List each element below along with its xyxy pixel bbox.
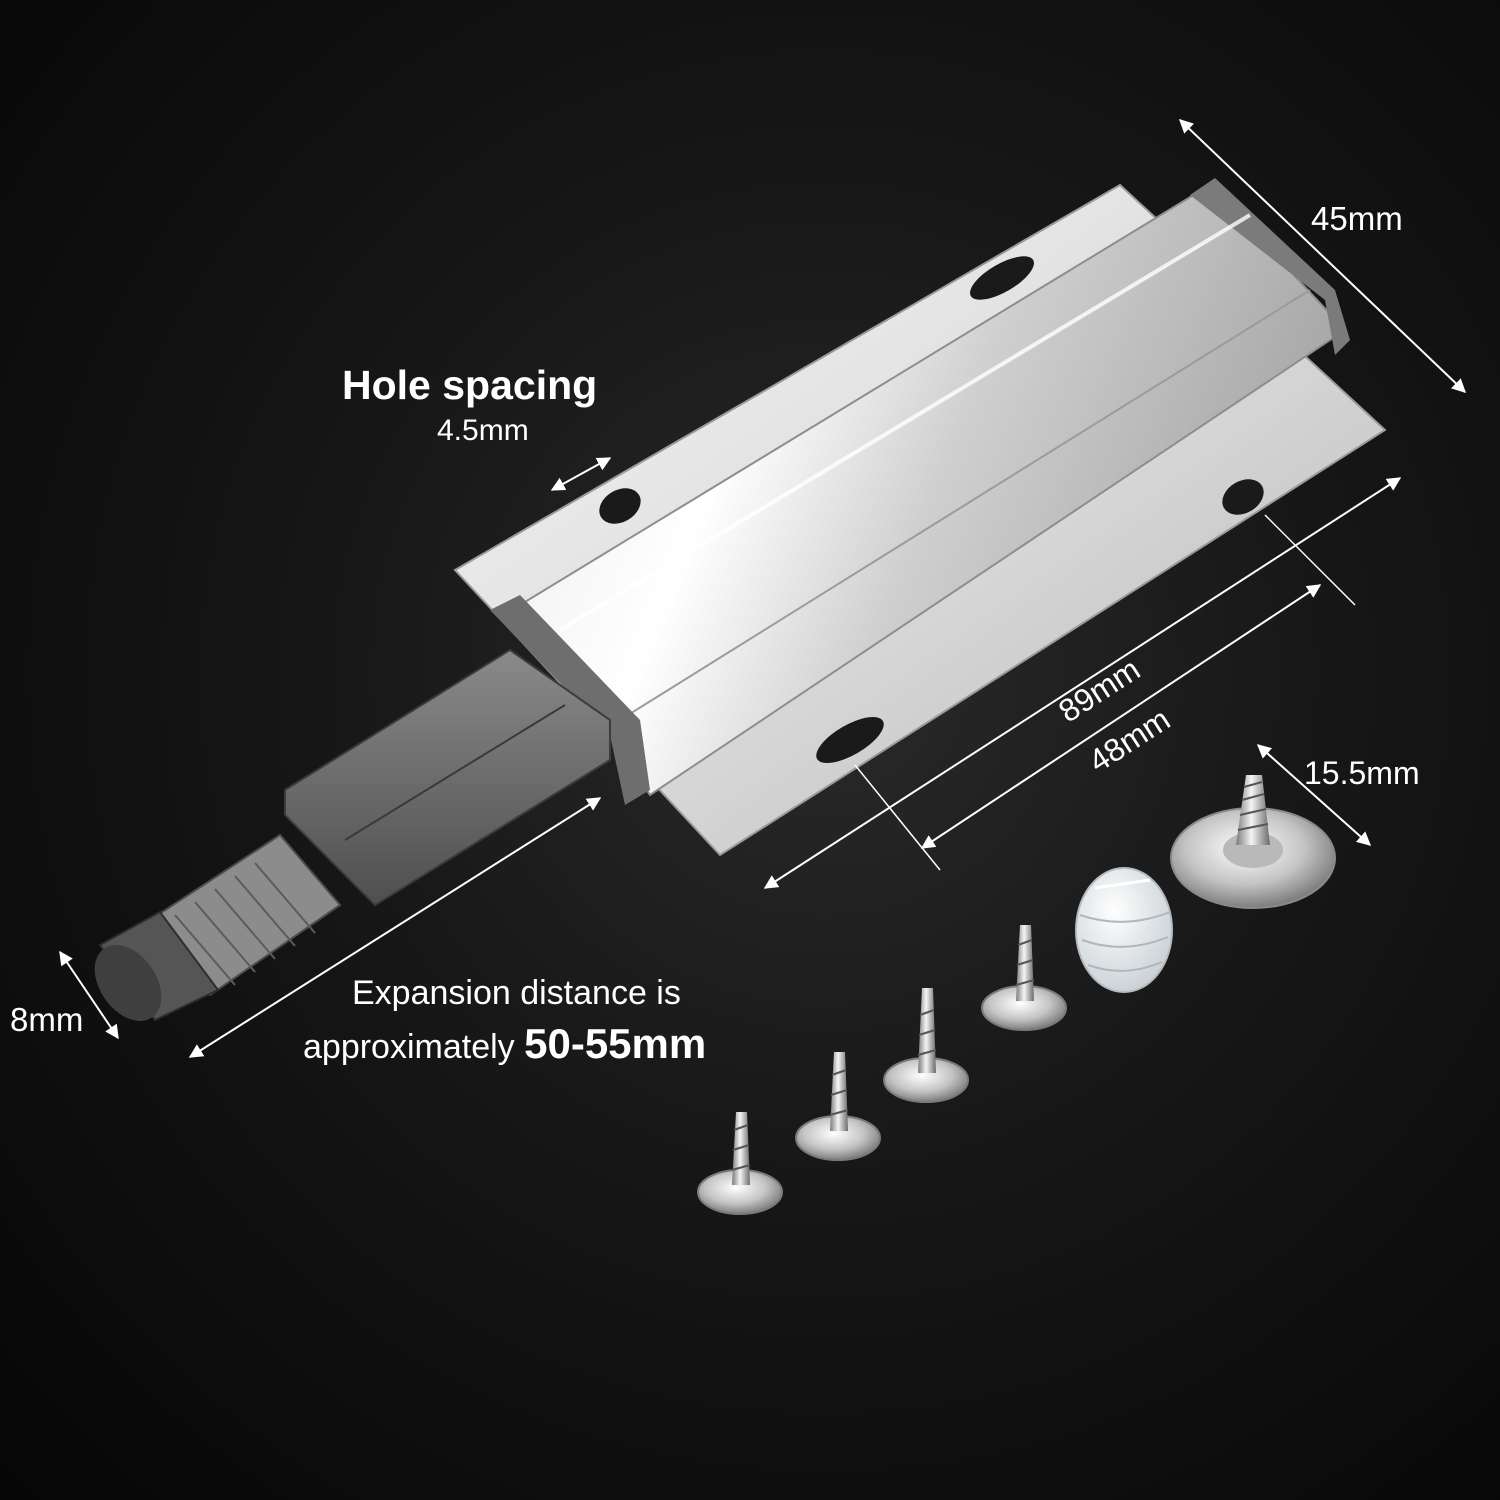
hole-spacing-value: 4.5mm	[437, 414, 529, 447]
plunger-diameter-arrow	[59, 950, 119, 1040]
small-screw-3	[883, 988, 969, 1103]
washer-screw	[1170, 775, 1336, 909]
washer-diameter-label: 15.5mm	[1304, 755, 1420, 791]
expansion-line-1: Expansion distance is	[352, 974, 681, 1012]
housing-ridge	[558, 213, 1252, 632]
small-screw-1	[697, 1112, 783, 1215]
expansion-prefix: approximately	[303, 1028, 525, 1066]
expansion-arrow	[188, 797, 602, 1058]
hole-spacing-title: Hole spacing	[342, 362, 598, 408]
small-screw-4	[981, 925, 1067, 1031]
hole-length-arrow	[920, 584, 1322, 849]
hole-length-extension	[854, 764, 941, 871]
mounting-hole-top-left	[599, 488, 641, 524]
hole-spacing-arrow	[550, 457, 612, 491]
expansion-value: 50-55mm	[524, 1020, 707, 1067]
washer-diameter-arrow	[1256, 744, 1372, 846]
width-dimension-arrow	[1178, 119, 1467, 393]
pusher-front-cap	[490, 595, 650, 805]
small-screw-2	[795, 1052, 881, 1161]
nylon-dowel	[1075, 867, 1173, 993]
expansion-line-2: approximately 50-55mm	[303, 1020, 706, 1068]
total-length-extension	[1264, 514, 1356, 606]
width-label: 45mm	[1311, 200, 1403, 237]
plunger-diameter-label: 8mm	[10, 1001, 84, 1038]
mounting-slot-top-right	[970, 256, 1034, 300]
